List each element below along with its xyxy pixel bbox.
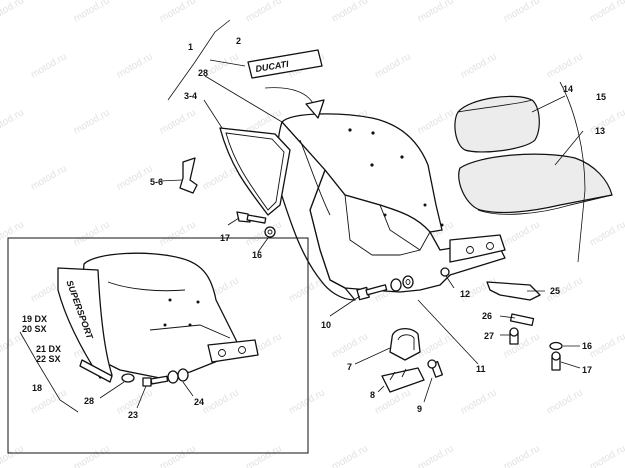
- inset-variant-box: SUPERSPORT: [7, 237, 309, 454]
- watermark-text: motod.ru: [115, 51, 155, 80]
- watermark-text: motod.ru: [545, 387, 585, 416]
- watermark-text: motod.ru: [330, 443, 370, 468]
- watermark-text: motod.ru: [72, 219, 112, 248]
- watermark-text: motod.ru: [158, 0, 198, 25]
- callout-1: 1: [188, 42, 193, 52]
- watermark-text: motod.ru: [72, 107, 112, 136]
- callout-24: 24: [194, 397, 204, 407]
- callout-17-left: 17: [220, 233, 230, 243]
- watermark-text: motod.ru: [115, 163, 155, 192]
- watermark-text: motod.ru: [201, 163, 241, 192]
- watermark-text: motod.ru: [287, 387, 327, 416]
- watermark-text: motod.ru: [0, 443, 26, 468]
- ducati-decal: DUCATI: [247, 49, 325, 119]
- callout-15: 15: [596, 92, 606, 102]
- callout-16-right: 16: [582, 341, 592, 351]
- callout-3-4: 3-4: [184, 91, 197, 101]
- watermark-text: motod.ru: [201, 387, 241, 416]
- watermark-text: motod.ru: [72, 443, 112, 468]
- watermark-text: motod.ru: [244, 443, 284, 468]
- watermark-text: motod.ru: [459, 387, 499, 416]
- watermark-text: motod.ru: [244, 0, 284, 25]
- watermark-text: motod.ru: [158, 443, 198, 468]
- watermark-text: motod.ru: [373, 51, 413, 80]
- watermark-text: motod.ru: [588, 219, 625, 248]
- watermark-text: motod.ru: [373, 387, 413, 416]
- watermark-text: motod.ru: [0, 0, 26, 25]
- callout-18: 18: [32, 383, 42, 393]
- watermark-text: motod.ru: [588, 443, 625, 468]
- watermark-text: motod.ru: [330, 331, 370, 360]
- watermark-text: motod.ru: [416, 107, 456, 136]
- callout-14: 14: [563, 84, 573, 94]
- callout-27: 27: [484, 331, 494, 341]
- callout-16-left: 16: [252, 250, 262, 260]
- watermark-text: motod.ru: [502, 331, 542, 360]
- callout-2: 2: [236, 36, 241, 46]
- callout-5-6: 5-6: [150, 177, 163, 187]
- watermark-text: motod.ru: [416, 331, 456, 360]
- callout-12: 12: [460, 289, 470, 299]
- watermark-text: motod.ru: [416, 0, 456, 25]
- callout-23: 23: [128, 410, 138, 420]
- watermark-text: motod.ru: [158, 107, 198, 136]
- watermark-text: motod.ru: [29, 163, 69, 192]
- watermark-text: motod.ru: [158, 219, 198, 248]
- callout-17-right: 17: [582, 365, 592, 375]
- side-bracket: [179, 157, 198, 194]
- watermark-text: motod.ru: [459, 51, 499, 80]
- bolt-washer-left: [236, 211, 276, 238]
- rear-seat-pad: [454, 95, 540, 153]
- callout-labels: 1 2 28 3-4 5-6 17 16 14 15 13 12 10 25 2…: [22, 36, 606, 420]
- watermark-text: motod.ru: [29, 51, 69, 80]
- clamp-assembly: [381, 328, 444, 393]
- watermark-text: motod.ru: [588, 107, 625, 136]
- tail-fairing-main: [276, 113, 506, 301]
- callout-19: 19 DX: [22, 314, 47, 324]
- main-seat: [458, 153, 613, 215]
- watermark-text: motod.ru: [502, 219, 542, 248]
- callout-7: 7: [347, 362, 352, 372]
- callout-13: 13: [595, 126, 605, 136]
- callout-28-main: 28: [198, 68, 208, 78]
- callout-25: 25: [550, 286, 560, 296]
- watermark-text: motod.ru: [502, 443, 542, 468]
- leader-lines: [99, 59, 584, 409]
- watermark-text: motod.ru: [588, 0, 625, 25]
- callout-9: 9: [417, 404, 422, 414]
- callout-11: 11: [476, 364, 486, 374]
- watermark-text: motod.ru: [72, 0, 112, 25]
- callout-26: 26: [482, 311, 492, 321]
- side-window: [219, 127, 291, 216]
- watermark-text: motod.ru: [545, 51, 585, 80]
- callout-8: 8: [370, 390, 375, 400]
- callout-28-inset: 28: [84, 396, 94, 406]
- callout-21: 21 DX: [36, 344, 61, 354]
- bolt-washers-center: [356, 275, 414, 301]
- callout-10: 10: [321, 320, 331, 330]
- right-hardware: [486, 281, 563, 371]
- watermark-text: motod.ru: [502, 0, 542, 25]
- watermark-text: motod.ru: [330, 0, 370, 25]
- callout-22: 22 SX: [36, 354, 61, 364]
- callout-20: 20 SX: [22, 324, 47, 334]
- grouping-braces: [19, 19, 586, 413]
- watermark-text: motod.ru: [0, 219, 26, 248]
- watermark-text: motod.ru: [0, 107, 26, 136]
- watermark-text: motod.ru: [416, 443, 456, 468]
- watermark-text: motod.ru: [588, 331, 625, 360]
